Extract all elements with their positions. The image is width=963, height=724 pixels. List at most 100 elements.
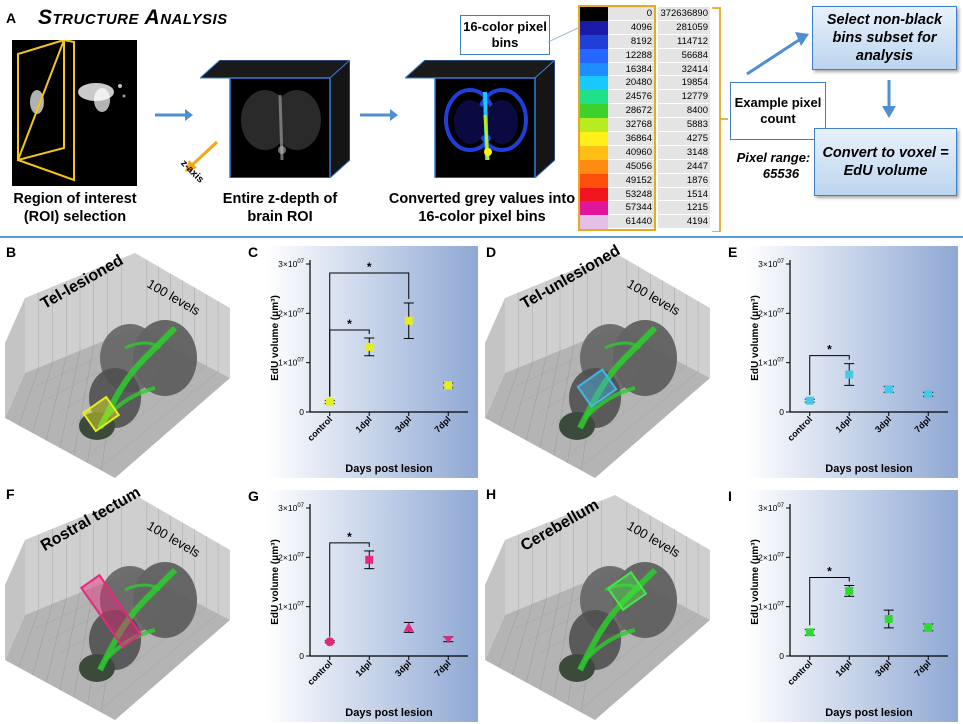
y-tick-label: 2×1007 bbox=[758, 552, 784, 562]
lut-count: 3148 bbox=[658, 145, 710, 160]
lut-count: 12779 bbox=[658, 90, 710, 105]
lut-row: 40960 bbox=[580, 145, 654, 160]
y-tick-label: 2×1007 bbox=[278, 308, 304, 318]
lut-row: 61440 bbox=[580, 215, 654, 230]
lut-row: 8192 bbox=[580, 34, 654, 49]
lut-value: 53248 bbox=[608, 187, 654, 202]
lut-value: 49152 bbox=[608, 173, 654, 188]
y-tick-label: 3×1007 bbox=[758, 503, 784, 513]
significance-bracket bbox=[809, 355, 850, 396]
structure-analysis-title: Structure Analysis bbox=[38, 6, 228, 29]
significance-bracket bbox=[329, 272, 410, 397]
roi-box bbox=[79, 573, 143, 649]
y-tick-label: 1×1007 bbox=[278, 602, 304, 612]
significance-label: * bbox=[827, 564, 832, 578]
data-point bbox=[365, 555, 374, 564]
connector-line bbox=[548, 27, 579, 43]
lut-swatch bbox=[580, 159, 608, 174]
panel-label-d: D bbox=[486, 244, 497, 260]
section-separator bbox=[0, 236, 963, 238]
lut-swatch bbox=[580, 20, 608, 35]
caption-zdepth: Entire z-depth of brain ROI bbox=[222, 191, 338, 225]
panel-label-a: A bbox=[6, 10, 17, 26]
lut-count: 4194 bbox=[658, 215, 710, 230]
y-tick-label: 0 bbox=[779, 407, 784, 417]
lut-row: 16384 bbox=[580, 62, 654, 77]
brain-3d-render bbox=[485, 253, 710, 478]
lut-row: 32768 bbox=[580, 118, 654, 133]
data-point bbox=[845, 586, 854, 595]
arrow-icon bbox=[882, 80, 896, 118]
y-axis-label: EdU volume (μm³) bbox=[270, 295, 281, 381]
data-point bbox=[805, 628, 814, 637]
brain-3d-render bbox=[5, 495, 230, 720]
y-axis-label: EdU volume (μm³) bbox=[270, 539, 281, 625]
pixel-bins-label-box: 16-color pixel bins bbox=[460, 15, 550, 55]
lut-count: 19854 bbox=[658, 76, 710, 91]
lut-row: 12288 bbox=[580, 48, 654, 63]
example-pixel-count-box: Example pixel count bbox=[730, 82, 826, 140]
significance-bracket bbox=[809, 576, 850, 626]
color-binned-cube-image bbox=[405, 60, 555, 178]
significance-label: * bbox=[827, 343, 832, 357]
data-point bbox=[325, 398, 334, 407]
data-point bbox=[325, 637, 335, 647]
y-tick-label: 3×1007 bbox=[278, 503, 304, 513]
lut-row: 49152 bbox=[580, 173, 654, 188]
lut-value: 24576 bbox=[608, 90, 654, 105]
lut-count: 5883 bbox=[658, 118, 710, 133]
lut-swatch bbox=[580, 187, 608, 202]
y-tick-label: 3×1007 bbox=[758, 259, 784, 269]
significance-label: * bbox=[347, 317, 352, 331]
lut-count: 2447 bbox=[658, 159, 710, 174]
y-tick-label: 1×1007 bbox=[278, 358, 304, 368]
significance-bracket bbox=[329, 542, 370, 637]
z-axis-arrow-icon bbox=[185, 140, 219, 172]
data-point bbox=[924, 623, 933, 632]
y-tick-label: 1×1007 bbox=[758, 602, 784, 612]
lut-swatch bbox=[580, 132, 608, 146]
lut-swatch bbox=[580, 201, 608, 216]
lut-value: 45056 bbox=[608, 159, 654, 174]
lut-swatch bbox=[580, 34, 608, 49]
lut-count: 56684 bbox=[658, 48, 710, 63]
lut-row: 28672 bbox=[580, 104, 654, 119]
lut-row: 24576 bbox=[580, 90, 654, 105]
panel-label-i: I bbox=[728, 488, 732, 504]
panel-label-e: E bbox=[728, 244, 738, 260]
y-tick-label: 0 bbox=[779, 651, 784, 661]
roi-box bbox=[606, 570, 648, 612]
data-point bbox=[884, 385, 893, 394]
select-bins-box: Select non-black bins subset for analysi… bbox=[812, 6, 957, 70]
panel-label-g: G bbox=[248, 488, 259, 504]
lut-value: 36864 bbox=[608, 132, 654, 146]
lut-row: 4096 bbox=[580, 20, 654, 35]
brain-3d-render bbox=[5, 253, 230, 478]
x-axis-label: Days post lesion bbox=[345, 463, 433, 475]
lut-swatch bbox=[580, 7, 608, 21]
y-tick-label: 1×1007 bbox=[758, 358, 784, 368]
lut-row: 57344 bbox=[580, 201, 654, 216]
panel-label-h: H bbox=[486, 486, 497, 502]
lut-count: 1215 bbox=[658, 201, 710, 216]
data-point bbox=[365, 342, 374, 351]
x-axis-label: Days post lesion bbox=[825, 707, 913, 719]
caption-16color: Converted grey values into 16-color pixe… bbox=[388, 191, 576, 225]
x-axis-label: Days post lesion bbox=[345, 707, 433, 719]
data-point bbox=[805, 396, 814, 405]
panel-label-f: F bbox=[6, 486, 15, 502]
lut-value: 12288 bbox=[608, 48, 654, 63]
bracket-icon bbox=[712, 7, 728, 232]
lut-row: 20480 bbox=[580, 76, 654, 91]
roi-box bbox=[576, 368, 618, 408]
lut-swatch bbox=[580, 90, 608, 105]
lut-value: 20480 bbox=[608, 76, 654, 91]
convert-voxel-box: Convert to voxel = EdU volume bbox=[814, 128, 957, 196]
lut-value: 32768 bbox=[608, 118, 654, 133]
pixel-range-text: Pixel range: 0-65536 bbox=[736, 150, 826, 181]
